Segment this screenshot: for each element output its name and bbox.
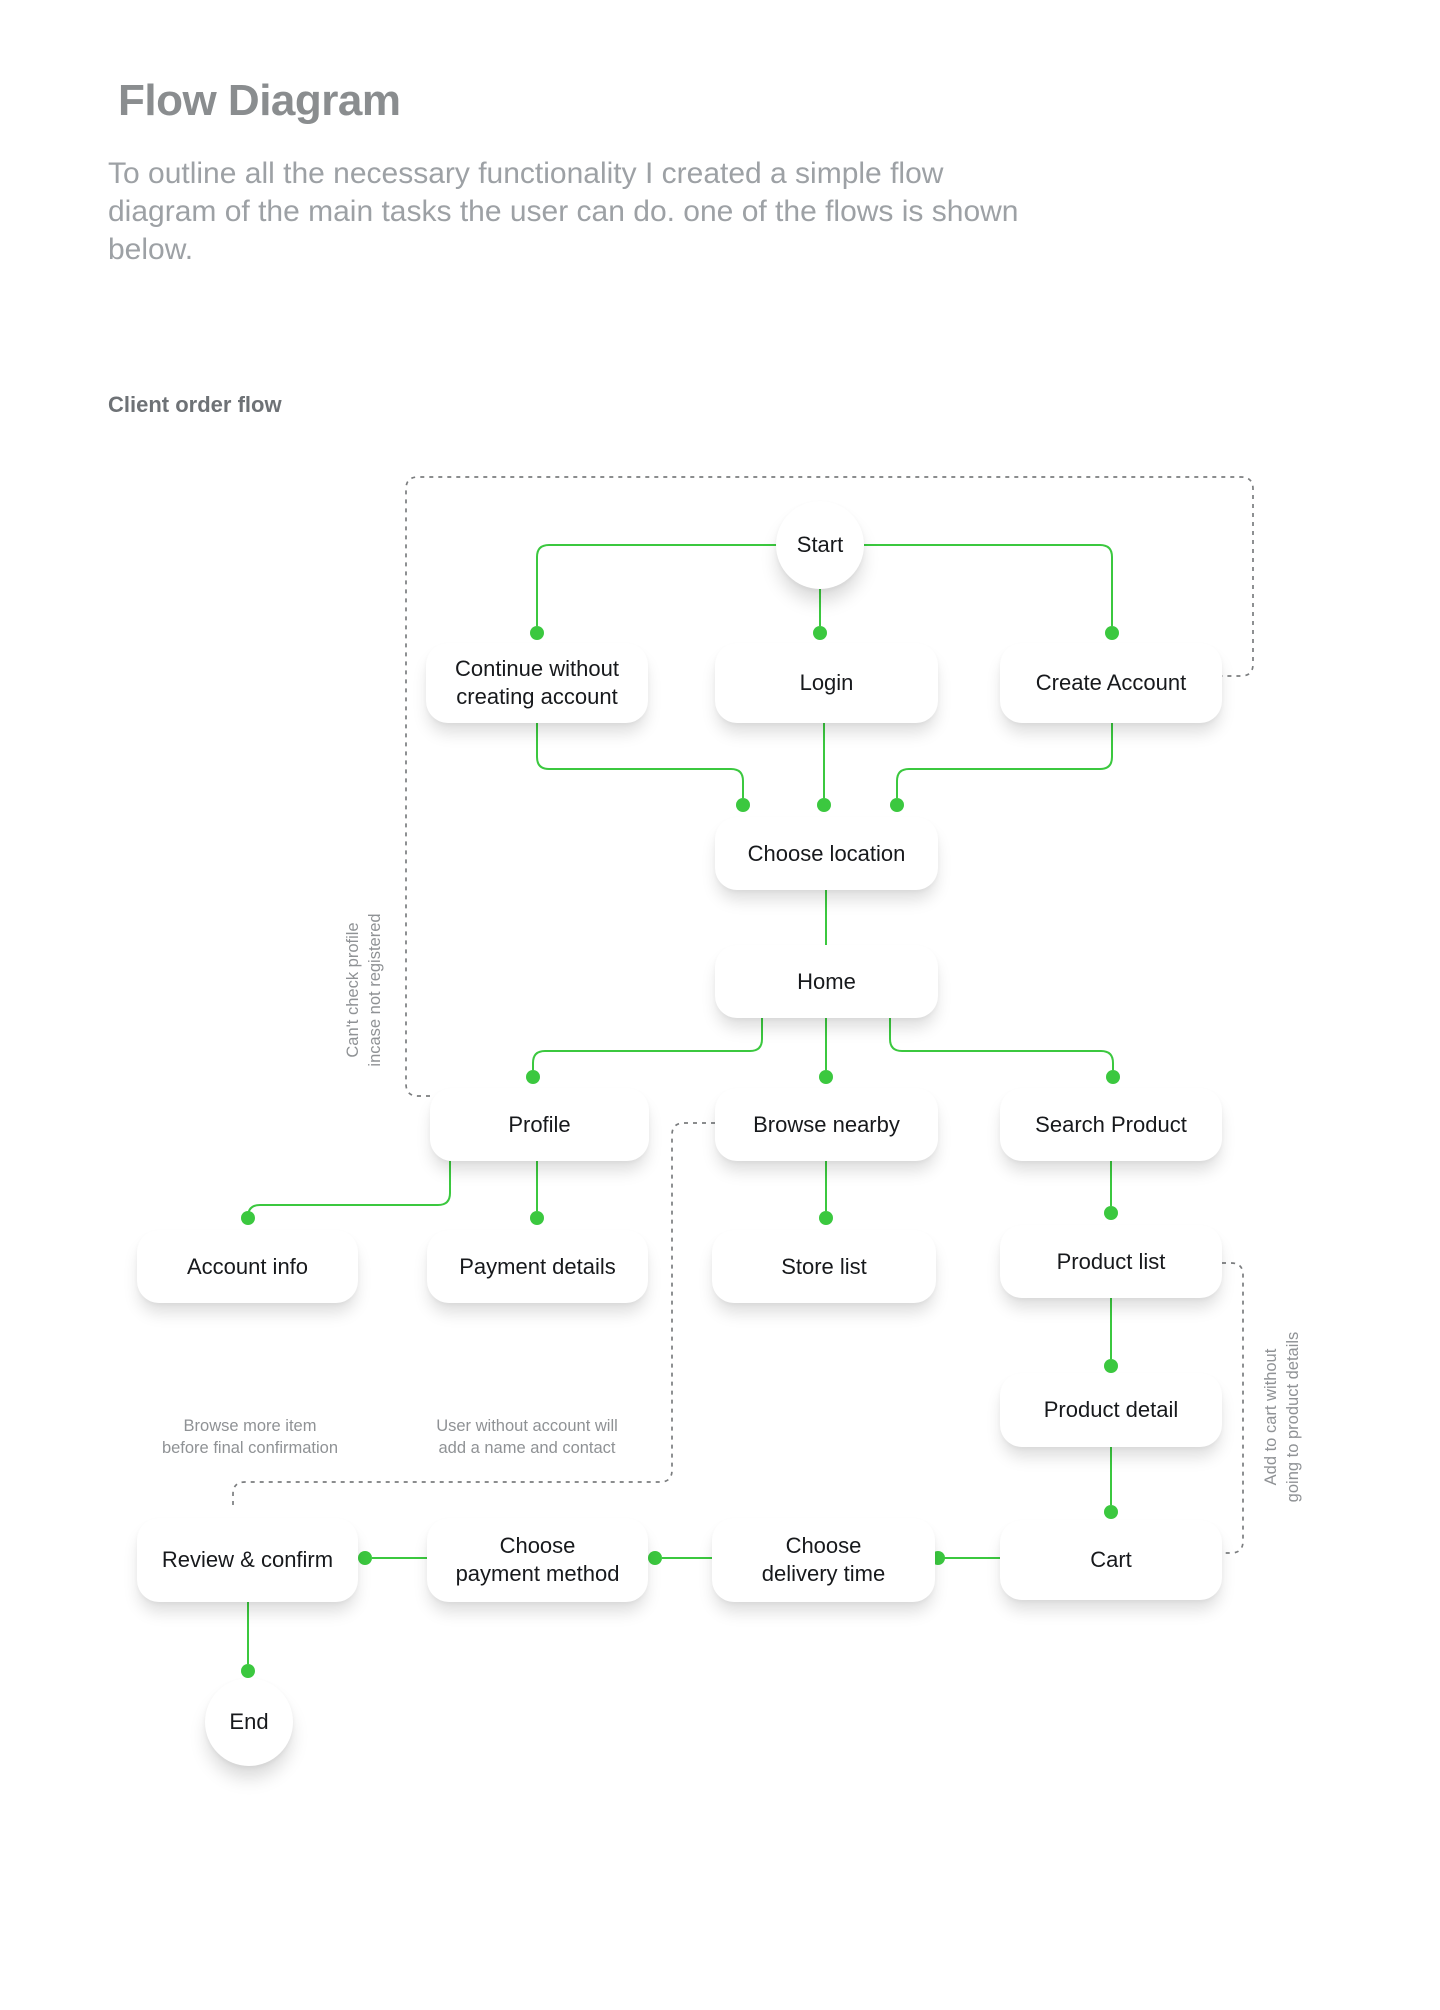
annotation-line: add a name and contact xyxy=(438,1439,616,1457)
page-description: To outline all the necessary functionali… xyxy=(108,155,1068,269)
flow-node-choose-location: Choose location xyxy=(715,817,938,890)
flow-node-cart: Cart xyxy=(1000,1520,1222,1600)
node-label: Start xyxy=(796,532,844,557)
section-label: Client order flow xyxy=(108,392,282,417)
flow-node-search-product: Search Product xyxy=(1000,1088,1222,1161)
flow-node-login: Login xyxy=(715,643,938,723)
flow-node-profile: Profile xyxy=(430,1088,649,1161)
flow-node-end: End xyxy=(205,1678,293,1766)
annotation-browse-more: Browse more item before final confirmati… xyxy=(162,1415,338,1459)
node-label: Profile xyxy=(508,1111,571,1137)
flow-node-create-account: Create Account xyxy=(1000,643,1222,723)
page-title: Flow Diagram xyxy=(118,76,401,125)
flow-node-store-list: Store list xyxy=(712,1230,936,1303)
node-label: Account info xyxy=(186,1253,309,1279)
annotation-add-to-cart: Add to cart without going to product det… xyxy=(1260,1332,1304,1503)
node-label: Product detail xyxy=(1043,1397,1179,1422)
description-line: To outline all the necessary functionali… xyxy=(108,157,944,190)
node-label: Choose delivery time xyxy=(761,1533,886,1586)
node-label: Product list xyxy=(1056,1248,1166,1274)
flow-node-review-confirm: Review & confirm xyxy=(137,1518,358,1602)
annotation-line: Can't check profile xyxy=(344,922,362,1058)
connector-dots xyxy=(241,626,1120,1678)
annotation-line: Browse more item xyxy=(183,1417,317,1435)
flow-node-home: Home xyxy=(715,945,938,1018)
node-label: Continue without creating account xyxy=(455,656,619,709)
description-line: below. xyxy=(108,233,194,266)
annotation-line: Add to cart without xyxy=(1262,1348,1280,1486)
node-label: Choose payment method xyxy=(455,1533,620,1586)
node-label: Cart xyxy=(1090,1547,1132,1572)
flow-node-continue-without-account: Continue without creating account xyxy=(426,643,648,723)
node-label: Login xyxy=(799,670,854,695)
description-line: diagram of the main tasks the user can d… xyxy=(108,195,1019,228)
node-label: Review & confirm xyxy=(161,1547,334,1572)
node-label: Create Account xyxy=(1035,670,1187,695)
flow-node-choose-payment-method: Choose payment method xyxy=(427,1518,648,1602)
node-label: Search Product xyxy=(1035,1111,1187,1137)
flow-node-payment-details: Payment details xyxy=(427,1230,648,1303)
annotation-user-without-account: User without account will add a name and… xyxy=(436,1415,618,1459)
node-label: Browse nearby xyxy=(753,1111,900,1137)
annotation-line: User without account will xyxy=(436,1417,618,1435)
flow-node-start: Start xyxy=(776,501,864,589)
node-label: End xyxy=(229,1709,269,1734)
dashed-connectors xyxy=(232,476,1254,1554)
node-label: Store list xyxy=(781,1253,867,1279)
flow-node-account-info: Account info xyxy=(137,1230,358,1303)
node-label: Home xyxy=(797,968,856,994)
node-label: Payment details xyxy=(459,1253,616,1279)
node-label: Choose location xyxy=(747,840,906,866)
flow-node-browse-nearby: Browse nearby xyxy=(715,1088,938,1161)
annotation-line: going to product details xyxy=(1284,1331,1302,1503)
annotation-cant-check-profile: Can't check profile incase not registere… xyxy=(342,913,386,1066)
green-connectors xyxy=(247,544,1114,1664)
flow-node-choose-delivery-time: Choose delivery time xyxy=(712,1518,935,1602)
flow-node-product-list: Product list xyxy=(1000,1225,1222,1298)
flow-node-product-detail: Product detail xyxy=(1000,1373,1222,1447)
annotation-line: before final confirmation xyxy=(161,1439,339,1457)
annotation-line: incase not registered xyxy=(366,913,384,1067)
